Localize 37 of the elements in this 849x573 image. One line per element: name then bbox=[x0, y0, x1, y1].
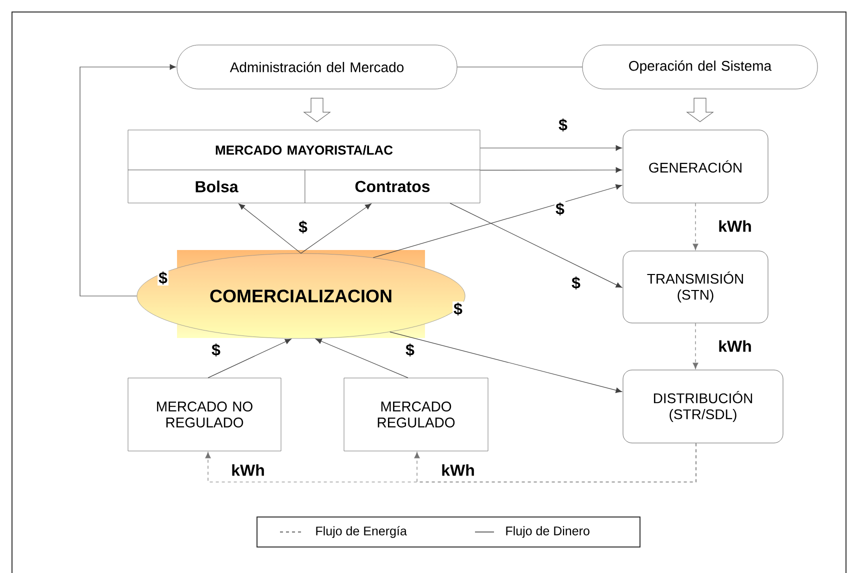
arrow bbox=[300, 204, 372, 254]
table-cell: Contratos bbox=[304, 170, 480, 204]
edge-label: $ bbox=[452, 301, 464, 317]
arrow bbox=[372, 184, 622, 258]
edge-label: $ bbox=[298, 219, 308, 235]
arrow bbox=[480, 145, 622, 151]
edge-label: $ bbox=[558, 117, 568, 133]
edge-label: kWh bbox=[440, 463, 476, 477]
table-cell: Bolsa bbox=[128, 170, 306, 204]
process-box: GENERACIÓN bbox=[622, 130, 768, 204]
arrow bbox=[208, 338, 292, 378]
line bbox=[456, 66, 583, 68]
edge-label: kWh bbox=[230, 463, 266, 477]
legend-text: Flujo de Dinero bbox=[506, 526, 590, 538]
market-box: MERCADO REGULADO bbox=[344, 378, 488, 452]
edge-label: kWh bbox=[717, 219, 753, 233]
dashed-arrow bbox=[692, 202, 698, 250]
edge-label: kWh bbox=[717, 339, 753, 353]
edge-label: $ bbox=[570, 275, 582, 291]
process-box: TRANSMISIÓN (STN) bbox=[622, 250, 768, 324]
block-arrow bbox=[686, 98, 714, 122]
market-box: MERCADO NO REGULADO bbox=[128, 378, 282, 452]
dashed-arrow bbox=[692, 322, 698, 369]
block-arrow bbox=[303, 98, 331, 122]
process-box: DISTRIBUCIÓN (STR/SDL) bbox=[622, 370, 784, 444]
edge-label: $ bbox=[404, 342, 416, 358]
arrow bbox=[238, 204, 302, 254]
arrow bbox=[316, 338, 408, 378]
arrow bbox=[480, 167, 622, 173]
edge-label: $ bbox=[554, 201, 566, 217]
dashed-arrow bbox=[414, 442, 696, 482]
edge-label: $ bbox=[158, 270, 168, 286]
edge-label: $ bbox=[210, 342, 222, 358]
arrow bbox=[80, 64, 176, 296]
legend-text: Flujo de Energía bbox=[316, 526, 407, 538]
arrow bbox=[450, 202, 622, 288]
arrow bbox=[390, 332, 622, 393]
